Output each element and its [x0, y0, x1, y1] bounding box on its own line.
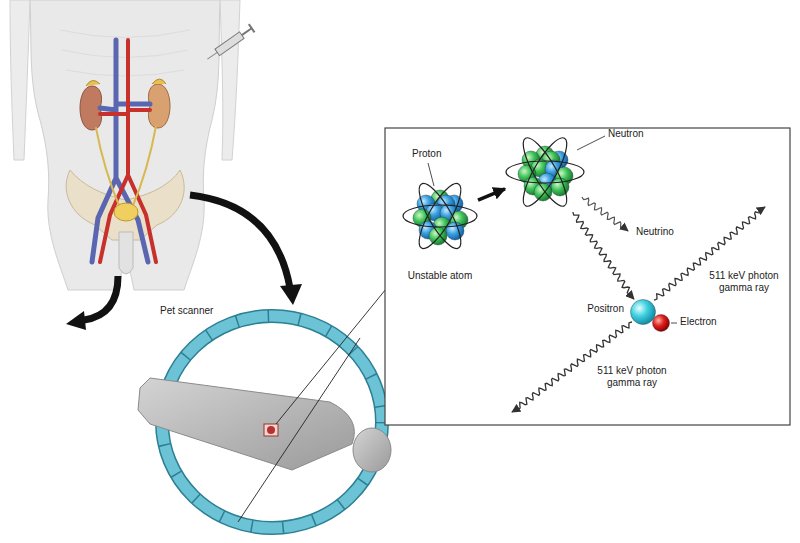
electron-orbit [403, 205, 477, 227]
kidneys [148, 84, 170, 128]
leader-line [428, 163, 434, 186]
electron-orbit [516, 133, 574, 212]
zoom-line [276, 289, 386, 424]
human-body [10, 0, 240, 290]
part-label: Neutron [608, 128, 658, 140]
detection-marker [264, 424, 278, 436]
part-label: Electron [680, 316, 730, 328]
emission-ray [573, 212, 634, 299]
syringe [215, 32, 244, 56]
electron-orbit [412, 178, 468, 253]
particle-sphere [653, 315, 670, 332]
label-holder: Electron [680, 316, 730, 328]
blood-vessels [100, 40, 156, 262]
kidneys [152, 79, 166, 84]
syringe [205, 24, 255, 63]
detection-marker [264, 424, 278, 436]
blood-vessels [92, 40, 156, 262]
node-shape [652, 314, 670, 332]
patient [353, 428, 391, 472]
syringe [242, 28, 252, 35]
label-holder: 511 keV photon gamma ray [705, 270, 783, 294]
leader-line [671, 323, 677, 324]
patient [138, 378, 354, 470]
node-shape [402, 178, 478, 254]
positron-particle: Positron [630, 299, 656, 325]
unstable-atom: ProtonUnstable atom [402, 178, 478, 254]
atom-nucleus [506, 133, 584, 212]
blood-vessels [96, 126, 156, 208]
daughter-atom: Neutron [505, 132, 585, 212]
inset-panel [385, 128, 790, 425]
part-label: Positron [578, 303, 624, 315]
zoom-line [238, 338, 360, 522]
photon-label: 511 keV photon gamma ray [705, 270, 783, 294]
particle-sphere [631, 300, 656, 325]
scanner-label: Pet scanner [160, 305, 240, 317]
label-holder: Positron [578, 303, 624, 315]
syringe [249, 24, 255, 32]
electron-orbit [412, 178, 468, 253]
photon-label: 511 keV photon gamma ray [593, 365, 671, 389]
bladder [114, 203, 138, 221]
label-holder: Proton [412, 148, 456, 160]
flow-arrow [66, 311, 86, 330]
human-body [10, 0, 30, 160]
electron-orbit [516, 133, 574, 212]
node-shape [505, 132, 585, 212]
gamma-ray [512, 207, 765, 412]
flow-arrow [190, 195, 290, 288]
kidneys [86, 80, 100, 86]
human-body [220, 0, 240, 160]
detection-marker [267, 426, 275, 434]
flow-arrow [84, 276, 118, 320]
neutrino-ray [582, 197, 628, 231]
part-label: Unstable atom [395, 270, 485, 282]
label-holder: Pet scanner [160, 305, 240, 317]
patient [138, 378, 391, 472]
label-holder: Unstable atom [395, 270, 485, 282]
electron-orbit [506, 161, 584, 183]
electron-particle: Electron [652, 314, 670, 332]
syringe [207, 52, 217, 59]
decay-arrow [478, 189, 505, 200]
part-label: Proton [412, 148, 456, 160]
particle-label: Neutrino [636, 226, 696, 238]
node-shape [630, 299, 656, 325]
zoom-line [238, 289, 386, 522]
pelvis-bone [119, 232, 133, 274]
atom-nucleus [403, 178, 477, 253]
human-body [60, 30, 190, 76]
human-body [30, 0, 220, 290]
neutrino-ray [582, 197, 628, 231]
label-holder: Neutrino [636, 226, 696, 238]
leader-line [577, 136, 605, 150]
flow-arrow [280, 284, 302, 305]
label-holder: 511 keV photon gamma ray [593, 365, 671, 389]
label-holder: Neutron [608, 128, 658, 140]
